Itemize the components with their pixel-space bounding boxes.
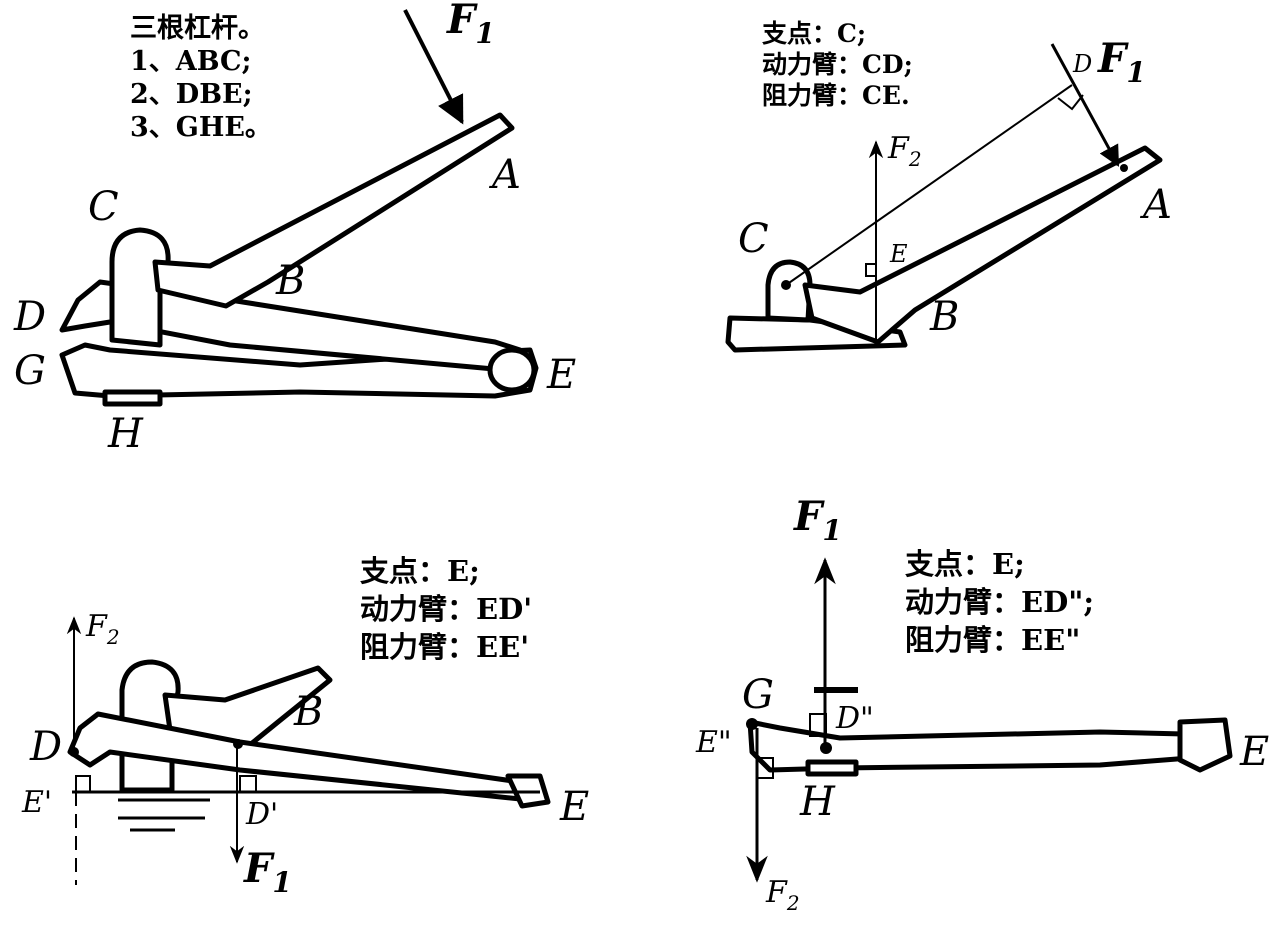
note-line: 支点：E; xyxy=(360,554,480,588)
note-line: 动力臂：ED' xyxy=(360,592,533,626)
handle-abc xyxy=(802,145,1163,345)
note-line: 三根杠杆。 xyxy=(130,13,265,44)
point-b xyxy=(233,739,243,749)
point-g xyxy=(746,718,758,730)
label-g: G xyxy=(742,672,774,718)
note-line: 阻力臂：EE' xyxy=(360,630,530,664)
panel4-lever-ghe xyxy=(746,557,1233,883)
label-c: C xyxy=(738,216,769,262)
label-h: H xyxy=(107,411,144,457)
label-f1: F1 xyxy=(243,845,292,899)
label-e: E xyxy=(889,240,908,268)
label-b: B xyxy=(293,689,323,735)
point-d xyxy=(69,747,79,757)
base-piece xyxy=(118,798,210,832)
note-line: 支点：C; xyxy=(762,19,867,48)
label-b: B xyxy=(929,294,959,340)
clip-pad-h xyxy=(805,759,859,777)
right-angle-e-dprime xyxy=(756,757,774,779)
label-e-prime: E' xyxy=(21,785,52,820)
label-b: B xyxy=(275,258,305,304)
label-f1: F1 xyxy=(793,493,842,547)
label-g: G xyxy=(14,348,46,394)
label-a: A xyxy=(488,152,521,198)
note-line: 阻力臂：CE. xyxy=(762,81,910,110)
panel3-lever-dbe xyxy=(66,616,551,885)
point-d-dprime xyxy=(820,742,832,754)
right-angle-e-prime xyxy=(75,775,91,793)
note-line: 3、GHE。 xyxy=(130,112,272,143)
right-angle-d-prime xyxy=(239,775,257,793)
handle-abc xyxy=(152,112,515,309)
label-f2: F2 xyxy=(887,131,922,171)
note-line: 阻力臂：EE" xyxy=(905,623,1081,657)
right-angle-d xyxy=(1057,94,1084,111)
label-e: E xyxy=(559,784,589,830)
label-d: D xyxy=(1072,50,1092,78)
pivot-post-c xyxy=(765,259,813,323)
label-c: C xyxy=(88,184,119,230)
note-line: 支点：E; xyxy=(905,547,1025,581)
note-line: 2、DBE; xyxy=(130,79,253,110)
label-f1: F1 xyxy=(1097,35,1146,89)
note-line: 动力臂：ED"; xyxy=(905,585,1095,619)
label-f1: F1 xyxy=(446,0,495,50)
label-e: E xyxy=(1239,729,1269,775)
right-angle-e xyxy=(865,263,877,277)
clip-pad-h xyxy=(102,389,163,407)
label-h: H xyxy=(799,779,836,825)
panel1-notes: 三根杠杆。 1、ABC; 2、DBE; 3、GHE。 xyxy=(130,12,272,144)
panel2-notes: 支点：C; 动力臂：CD; 阻力臂：CE. xyxy=(762,18,913,111)
panel3-notes: 支点：E; 动力臂：ED' 阻力臂：EE' xyxy=(360,552,532,666)
force-f1-arrow xyxy=(403,9,464,125)
label-d: D xyxy=(13,294,46,340)
label-f2: F2 xyxy=(85,609,120,649)
note-line: 动力臂：CD; xyxy=(762,50,913,79)
panel4-notes: 支点：E; 动力臂：ED"; 阻力臂：EE" xyxy=(905,545,1094,659)
label-e: E xyxy=(546,352,576,398)
panel1-clipper xyxy=(59,9,539,407)
power-arm-cd xyxy=(785,84,1073,286)
rivet-e xyxy=(487,347,537,393)
note-line: 1、ABC; xyxy=(130,46,252,77)
point-a xyxy=(1120,164,1128,172)
right-angle-d-dprime xyxy=(809,713,827,737)
label-d-dprime: D" xyxy=(835,701,874,736)
label-f2: F2 xyxy=(765,875,800,915)
label-d-prime: D' xyxy=(245,797,278,832)
label-d: D xyxy=(29,724,62,770)
label-a: A xyxy=(1139,182,1172,228)
clip-end-e xyxy=(1177,717,1233,773)
base-lever xyxy=(725,315,908,353)
force-f1-line xyxy=(1050,43,1120,167)
panel2-lever-abc xyxy=(725,43,1163,353)
label-e-dprime: E" xyxy=(695,725,732,760)
